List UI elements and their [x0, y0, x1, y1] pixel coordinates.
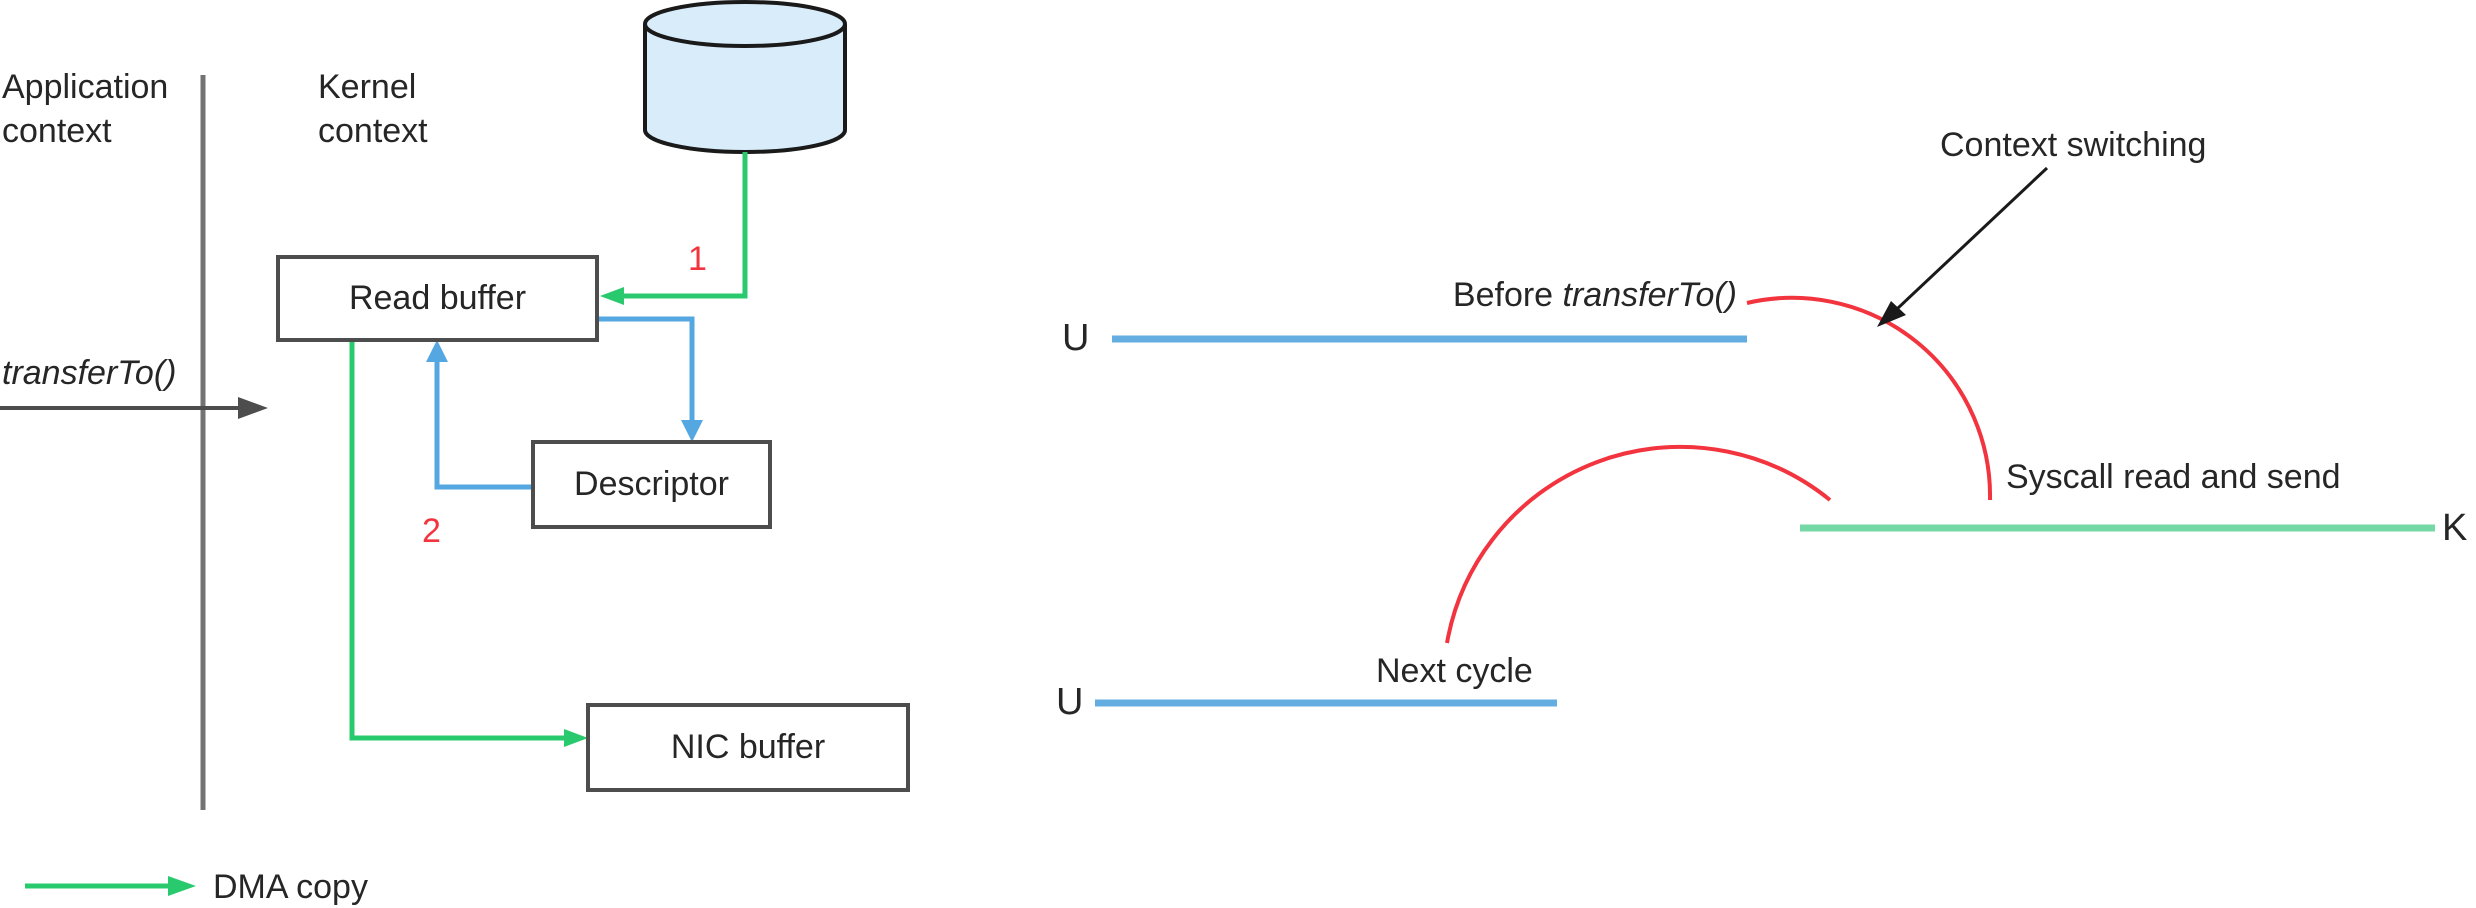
context-switching-label: Context switching	[1940, 126, 2207, 164]
dma-arrow-read-buffer-to-nic	[349, 340, 588, 747]
before-transferto-label: Before transferTo()	[1160, 274, 1737, 318]
step-1-label: 1	[688, 240, 707, 278]
nic-buffer-box	[586, 703, 910, 792]
read-buffer-label: Read buffer	[348, 279, 527, 317]
nic-buffer-label: NIC buffer	[670, 728, 826, 766]
arrow-read-buffer-to-descriptor	[597, 316, 703, 442]
next-cycle-label: Next cycle	[1376, 652, 1533, 690]
before-transferto-prefix: Before	[1452, 276, 1563, 314]
user-timeline-2-letter: U	[1056, 681, 1084, 723]
descriptor-label: Descriptor	[574, 465, 729, 503]
transferto-label: transferTo()	[2, 354, 177, 392]
context-switch-arc-kernel-to-user	[1445, 444, 1832, 644]
kernel-context-label: Kernel context	[318, 68, 428, 150]
descriptor-box	[531, 440, 772, 529]
disk-cylinder-icon	[643, 0, 847, 154]
before-transferto-func: transferTo()	[1562, 276, 1737, 314]
context-switch-arc-user-to-kernel	[1746, 295, 1993, 501]
user-timeline-1-letter: U	[1062, 317, 1090, 359]
arrow-descriptor-to-read-buffer	[426, 340, 533, 490]
transferto-arrow	[0, 397, 268, 419]
read-buffer-box	[276, 255, 599, 342]
syscall-read-send-label: Syscall read and send	[2006, 458, 2341, 496]
step-2-label: 2	[422, 512, 441, 550]
application-context-label: Application context	[2, 68, 169, 150]
legend-dma-arrow	[25, 876, 196, 896]
dma-arrow-disk-to-read-buffer	[600, 152, 748, 305]
kernel-timeline-letter: K	[2442, 507, 2468, 549]
legend-dma-copy-label: DMA copy	[213, 868, 368, 906]
context-switching-pointer-arrow	[1877, 166, 2049, 327]
